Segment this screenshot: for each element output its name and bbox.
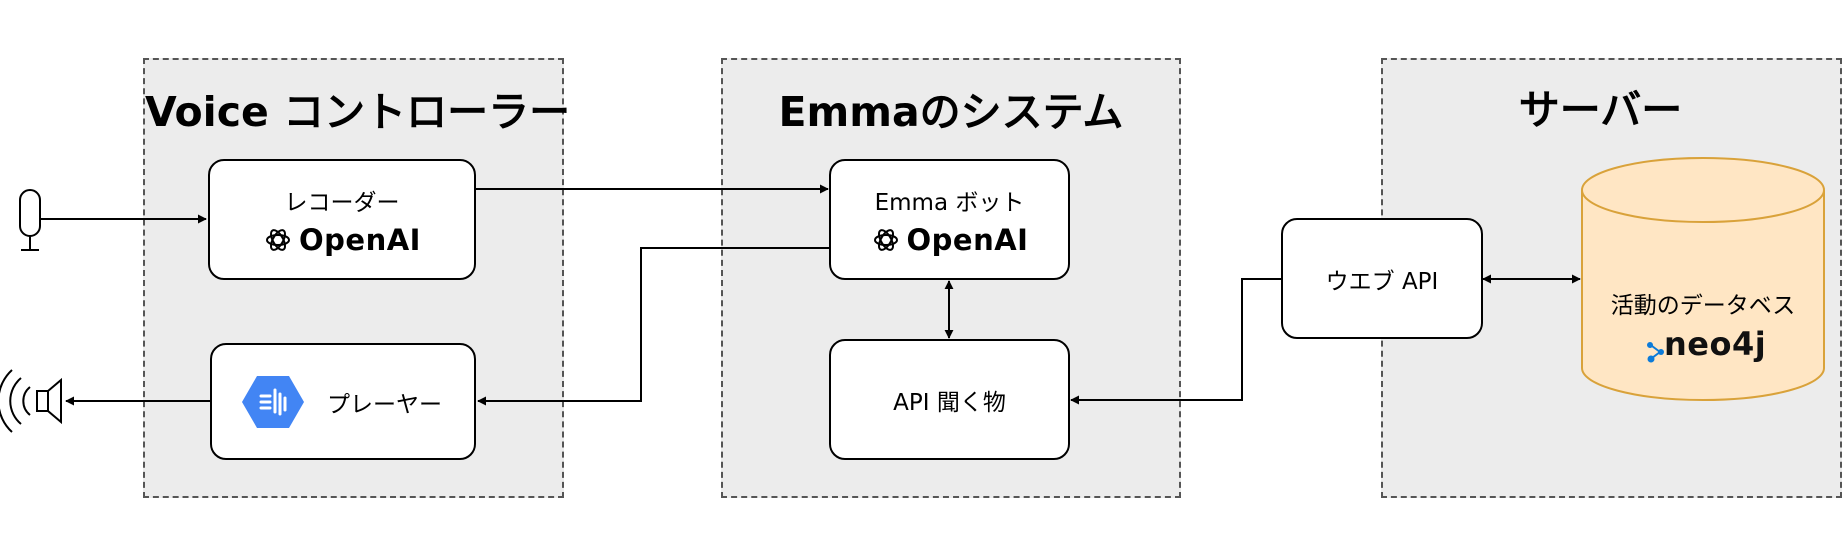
group-title-server: サーバー: [1518, 86, 1683, 134]
emma-bot-node[interactable]: Emma ボット OpenAI: [829, 159, 1070, 280]
openai-logo-icon: [873, 228, 898, 251]
group-title-voice-controller: Voice コントローラー: [145, 88, 571, 136]
edge-web-api-to-api-listener: [1070, 278, 1282, 405]
neo4j-logo-icon: [1647, 342, 1664, 363]
edge-emma-bot-to-player: [477, 247, 829, 406]
api-listener-label: API 聞く物: [893, 389, 1006, 416]
openai-wordmark: OpenAI: [299, 222, 421, 257]
activity-database-label: 活動のデータベス: [1610, 293, 1796, 319]
recorder-label: レコーダー: [284, 189, 400, 216]
group-title-emma-system: Emmaのシステム: [778, 88, 1124, 136]
player-label: プレーヤー: [327, 391, 442, 418]
google-text-to-speech-icon: [242, 375, 304, 428]
speaker-icon: [0, 369, 62, 433]
database-cylinder-icon: [1581, 157, 1825, 401]
web-api-node[interactable]: ウエブ API: [1281, 218, 1483, 339]
web-api-label: ウエブ API: [1325, 268, 1439, 295]
openai-brand: OpenAI: [263, 223, 421, 257]
openai-brand: OpenAI: [871, 223, 1029, 257]
openai-logo-icon: [266, 228, 291, 251]
recorder-node[interactable]: レコーダー OpenAI: [208, 159, 476, 280]
api-listener-node[interactable]: API 聞く物: [829, 339, 1070, 460]
microphone-icon: [19, 189, 41, 251]
neo4j-wordmark: neo4j: [1664, 325, 1767, 363]
openai-wordmark: OpenAI: [906, 222, 1029, 257]
player-node[interactable]: プレーヤー: [210, 343, 476, 460]
emma-bot-label: Emma ボット: [874, 189, 1025, 216]
